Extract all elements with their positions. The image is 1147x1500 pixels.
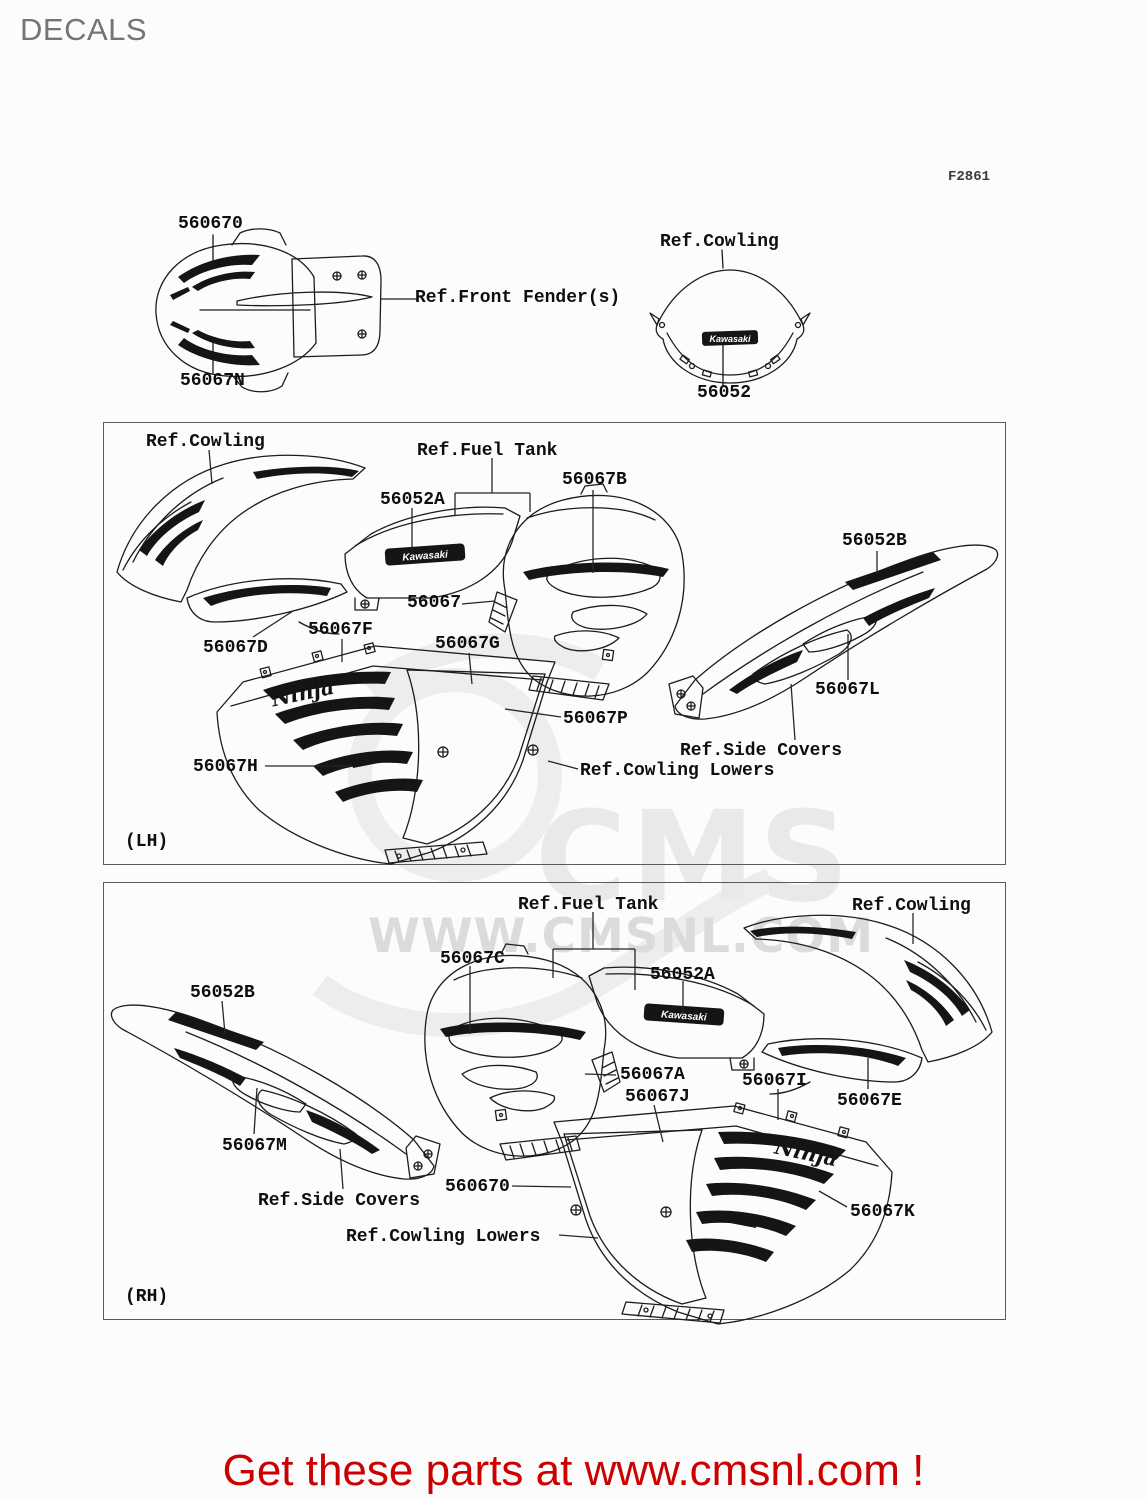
lh-label-56067P: 56067P [563, 709, 628, 729]
lh-label-56052A: 56052A [380, 490, 445, 510]
front-fender-drawing [155, 228, 417, 393]
rh-ref-cowling: Ref.Cowling [852, 896, 971, 916]
rh-label-560670: 560670 [445, 1177, 510, 1197]
part-label-56052: 56052 [697, 383, 752, 403]
page-title: DECALS [20, 12, 148, 47]
ref-label-cowling-top: Ref.Cowling [660, 232, 779, 252]
lh-label-56067L: 56067L [815, 680, 880, 700]
lh-side-marker: (LH) [125, 832, 169, 852]
rh-label-56067E: 56067E [837, 1091, 902, 1111]
watermark-logo-text: CMS [535, 785, 853, 930]
windscreen-drawing: Kawasaki [649, 249, 811, 386]
rh-label-56067A: 56067A [620, 1065, 685, 1085]
lh-ref-side-covers: Ref.Side Covers [680, 741, 843, 761]
lh-label-56067D: 56067D [203, 638, 268, 658]
rh-label-56067C: 56067C [440, 949, 505, 969]
rh-ref-side-covers: Ref.Side Covers [258, 1191, 421, 1211]
rh-label-56067M: 56067M [222, 1136, 287, 1156]
part-label-560670-fender: 560670 [178, 214, 243, 234]
rh-label-56052A: 56052A [650, 965, 715, 985]
lh-label-56067H: 56067H [193, 757, 258, 777]
kawasaki-decal-text-rh-tank: Kawasaki [661, 1009, 707, 1023]
part-label-56067N: 56067N [180, 371, 245, 391]
rh-label-56067J: 56067J [625, 1087, 690, 1107]
lh-label-56067G: 56067G [435, 634, 500, 654]
lh-diagram-frame [103, 422, 1006, 865]
rh-ref-cowling-lowers: Ref.Cowling Lowers [346, 1227, 541, 1247]
lh-diagram-art: Kawasaki Ninja [116, 449, 999, 865]
cmsnl-footer-banner[interactable]: Get these parts at www.cmsnl.com ! [222, 1446, 925, 1495]
lh-ref-cowling: Ref.Cowling [146, 432, 265, 452]
rh-side-marker: (RH) [125, 1287, 169, 1307]
rh-diagram-frame [103, 882, 1006, 1320]
rh-diagram-art: Kawasaki Ninja [110, 912, 993, 1325]
lh-ref-cowling-lowers: Ref.Cowling Lowers [580, 761, 775, 781]
ref-label-front-fender: Ref.Front Fender(s) [415, 288, 621, 308]
rh-label-56052B: 56052B [190, 983, 255, 1003]
kawasaki-decal-text-windscreen: Kawasaki [709, 334, 751, 344]
lh-ref-fuel-tank: Ref.Fuel Tank [417, 441, 558, 461]
kawasaki-decal-text-lh-tank: Kawasaki [402, 549, 448, 563]
watermark-url-text: WWW.CMSNL.COM [368, 909, 874, 964]
rh-label-56067K: 56067K [850, 1202, 915, 1222]
lh-label-56067F: 56067F [308, 620, 373, 640]
cms-watermark: CMS WWW.CMSNL.COM [312, 633, 874, 1038]
rh-label-56067I: 56067I [742, 1071, 807, 1091]
lh-label-56067: 56067 [407, 593, 462, 613]
rh-ref-fuel-tank: Ref.Fuel Tank [518, 895, 659, 915]
watermark-swirl-icon [348, 668, 562, 882]
figure-code: F2861 [948, 169, 991, 185]
lh-label-56052B: 56052B [842, 531, 907, 551]
lh-label-56067B: 56067B [562, 470, 627, 490]
kawasaki-decal-windscreen [701, 330, 759, 346]
